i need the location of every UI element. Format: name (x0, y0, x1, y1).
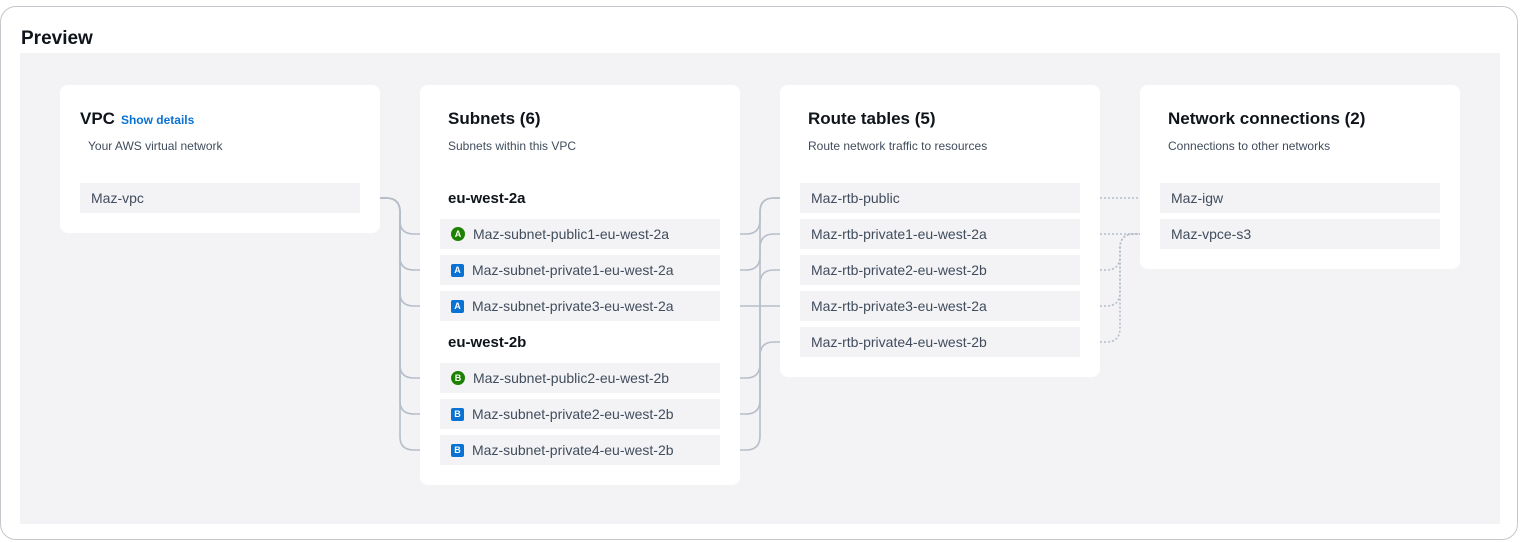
subnets-card-title: Subnets (6) (448, 109, 541, 128)
network-connection-item[interactable]: Maz-vpce-s3 (1160, 219, 1440, 249)
route-table-item[interactable]: Maz-rtb-private4-eu-west-2b (800, 327, 1080, 357)
vpc-card: VPC Show details Your AWS virtual network… (60, 85, 380, 233)
network-connections-card-subtitle: Connections to other networks (1168, 139, 1331, 153)
subnet-name: Maz-subnet-public2-eu-west-2b (473, 370, 670, 386)
az-group-label-eu-west-2a: eu-west-2a (448, 190, 526, 207)
private-subnet-badge-icon: B (451, 443, 464, 457)
subnet-item[interactable]: A Maz-subnet-public1-eu-west-2a (440, 219, 720, 249)
subnet-name: Maz-subnet-private2-eu-west-2b (472, 406, 674, 422)
subnet-item[interactable]: B Maz-subnet-private4-eu-west-2b (440, 435, 720, 465)
route-tables-card-subtitle: Route network traffic to resources (808, 139, 988, 153)
vpc-card-subtitle: Your AWS virtual network (88, 139, 223, 153)
subnet-name: Maz-subnet-private1-eu-west-2a (472, 262, 674, 278)
panel-title: Preview (21, 28, 93, 49)
subnet-name: Maz-subnet-public1-eu-west-2a (473, 226, 670, 242)
vpc-card-header: VPC Show details (80, 109, 194, 129)
subnet-item[interactable]: A Maz-subnet-private3-eu-west-2a (440, 291, 720, 321)
subnet-name: Maz-subnet-private4-eu-west-2b (472, 442, 674, 458)
az-group-label-eu-west-2b: eu-west-2b (448, 334, 527, 351)
network-connections-card-title: Network connections (2) (1168, 109, 1366, 128)
public-subnet-badge-icon: B (451, 371, 465, 385)
route-table-item[interactable]: Maz-rtb-private3-eu-west-2a (800, 291, 1080, 321)
show-details-link[interactable]: Show details (120, 113, 195, 127)
route-tables-card-title: Route tables (5) (808, 109, 936, 128)
network-connection-item[interactable]: Maz-igw (1160, 183, 1440, 213)
route-tables-card: Route tables (5) Route network traffic t… (780, 85, 1100, 377)
vpc-item[interactable]: Maz-vpc (80, 183, 360, 213)
subnets-card-subtitle: Subnets within this VPC (448, 139, 577, 153)
subnet-item[interactable]: A Maz-subnet-private1-eu-west-2a (440, 255, 720, 285)
route-table-item[interactable]: Maz-rtb-private2-eu-west-2b (800, 255, 1080, 285)
diagram-canvas: VPC Show details Your AWS virtual network… (20, 53, 1500, 524)
subnet-name: Maz-subnet-private3-eu-west-2a (472, 298, 674, 314)
subnets-card: Subnets (6) Subnets within this VPC eu-w… (420, 85, 740, 485)
public-subnet-badge-icon: A (451, 227, 465, 241)
subnet-item[interactable]: B Maz-subnet-private2-eu-west-2b (440, 399, 720, 429)
private-subnet-badge-icon: B (451, 407, 464, 421)
private-subnet-badge-icon: A (451, 263, 464, 277)
route-table-item[interactable]: Maz-rtb-public (800, 183, 1080, 213)
subnet-item[interactable]: B Maz-subnet-public2-eu-west-2b (440, 363, 720, 393)
vpc-card-title: VPC (80, 109, 115, 128)
private-subnet-badge-icon: A (451, 299, 464, 313)
network-connections-card: Network connections (2) Connections to o… (1140, 85, 1460, 269)
route-table-item[interactable]: Maz-rtb-private1-eu-west-2a (800, 219, 1080, 249)
